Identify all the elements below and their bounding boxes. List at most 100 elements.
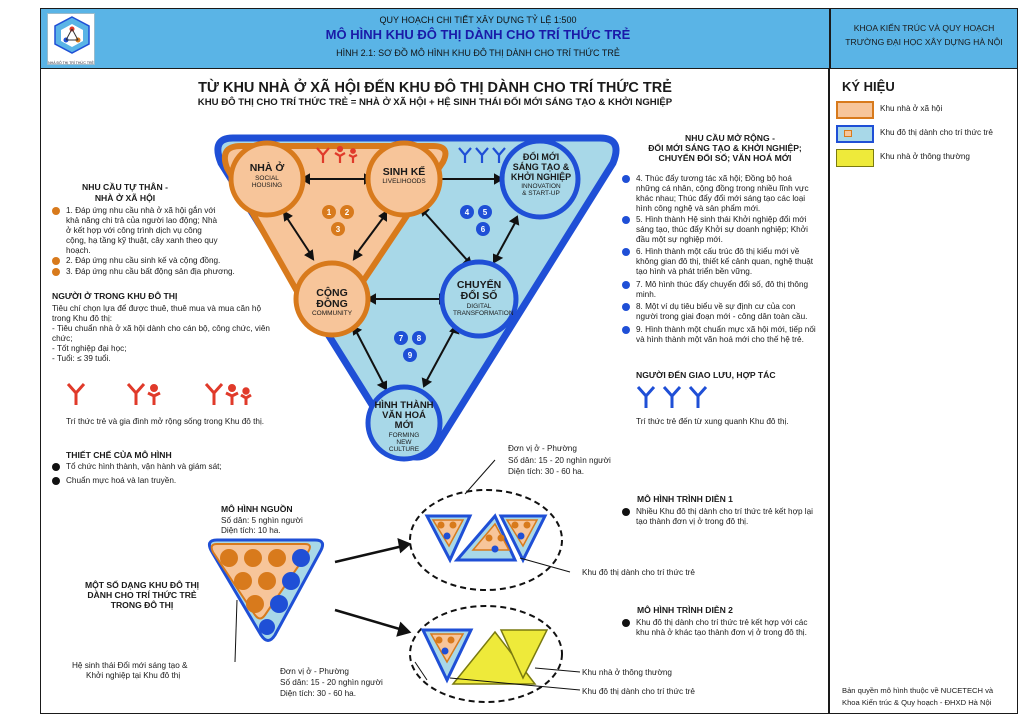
unit1-name: Đơn vị ở - Phường: [508, 444, 577, 453]
legend-swatch-social: [836, 101, 874, 119]
number-label-8: 8: [417, 334, 422, 343]
ecosystem-label-1: Hệ sinh thái Đổi mới sáng tạo &: [72, 661, 188, 670]
number-label-3: 3: [336, 225, 341, 234]
number-dot-6: [476, 222, 490, 236]
node-title-community: CỘNG ĐỒNG: [316, 287, 348, 310]
ext-text-7: 7. Mô hình thúc đẩy chuyển đổi số, đô th…: [636, 280, 809, 299]
institution-bullet-2: [52, 477, 60, 485]
node-title-culture: HÌNH THÀNH VĂN HOÁ MỚI: [374, 400, 434, 431]
node-circle-community: [293, 260, 371, 338]
copyright-2: Khoa Kiến trúc & Quy hoạch - ĐHXD Hà Nội: [842, 698, 992, 707]
criteria-3: - Tuổi: ≤ 39 tuổi.: [52, 354, 111, 363]
demo1-bullet: [622, 508, 630, 516]
node-title-innovation: ĐỔI MỚI SÁNG TẠO & KHỞI NGHIỆP: [510, 152, 572, 182]
visitors-caption: Trí thức trẻ đến từ xung quanh Khu đô th…: [636, 417, 789, 426]
visitors-title: NGƯỜI ĐẾN GIAO LƯU, HỢP TÁC: [636, 370, 776, 380]
unit1-area: Diện tích: 30 - 60 ha.: [508, 467, 585, 476]
header-title: MÔ HÌNH KHU ĐÔ THỊ DÀNH CHO TRÍ THỨC TRẺ: [325, 27, 631, 42]
ext-title-3: CHUYỂN ĐỔI SỐ; VĂN HOÁ MỚI: [658, 153, 792, 163]
demo2-bullet: [622, 619, 630, 627]
ext-bullet-6: [622, 248, 630, 256]
needs-title-1: NHU CẦU TỰ THÂN -: [82, 182, 168, 192]
ext-bullet-7: [622, 281, 630, 289]
ecosystem-label-2: Khởi nghiệp tại Khu đô thị: [86, 671, 181, 680]
ext-text-8: 8. Một ví dụ tiêu biểu về sự định cư của…: [636, 302, 808, 321]
criteria-2: - Tốt nghiệp đại học;: [52, 344, 127, 353]
institution-text-2: Chuẩn mực hoá và lan truyền.: [66, 476, 177, 485]
org-faculty: KHOA KIẾN TRÚC VÀ QUY HOẠCH: [853, 23, 995, 33]
node-innovation: ĐỔI MỚI SÁNG TẠO & KHỞI NGHIỆP INNOVATIO…: [510, 152, 572, 197]
node-housing: NHÀ Ở SOCIAL HOUSING: [237, 162, 297, 190]
label-regular: Khu nhà ở thông thường: [582, 668, 672, 677]
demo1-ellipse: [409, 489, 563, 591]
source-area: Diện tích: 10 ha.: [221, 526, 281, 535]
number-label-7: 7: [399, 334, 404, 343]
number-label-4: 4: [465, 208, 470, 217]
ext-bullet-8: [622, 303, 630, 311]
variants-title-2: DÀNH CHO TRÍ THỨC TRẺ: [87, 590, 197, 600]
need-text-2: 2. Đáp ứng nhu cầu sinh kế và cộng đồng.: [66, 256, 221, 265]
header-bar: NHÀ ĐÔ THỊ TRÍ THỨC TRẺ QUY HOẠCH CHI TI…: [41, 9, 1017, 69]
variants-title-3: TRONG ĐÔ THỊ: [110, 600, 174, 610]
node-sub-community: COMMUNITY: [311, 310, 353, 317]
header-line-3: HÌNH 2.1: SƠ ĐỒ MÔ HÌNH KHU ĐÔ THỊ DÀNH …: [336, 48, 620, 58]
demo2-text: Khu đô thị dành cho trí thức trẻ kết hợp…: [636, 618, 808, 637]
demo2-ellipse: [409, 605, 563, 703]
org-university: TRƯỜNG ĐẠI HỌC XÂY DỰNG HÀ NỘI: [845, 37, 1003, 47]
number-dot-2: [340, 205, 354, 219]
node-sub-livelihoods: LIVELIHOODS: [382, 178, 426, 185]
node-livelihoods: SINH KẾ LIVELIHOODS: [374, 166, 434, 186]
ext-bullet-5: [622, 216, 630, 224]
page-frame: [40, 8, 1018, 714]
unit2-area: Diện tích: 30 - 60 ha.: [280, 689, 357, 698]
node-digital: CHUYỂN ĐỔI SỐ DIGITAL TRANSFORMATION: [449, 279, 514, 318]
residents-title: NGƯỜI Ở TRONG KHU ĐÔ THỊ: [52, 291, 178, 301]
subtitle: KHU ĐÔ THỊ CHO TRÍ THỨC TRẺ = NHÀ Ở XÃ H…: [197, 97, 673, 108]
demo1-title: MÔ HÌNH TRÌNH DIỄN 1: [637, 494, 733, 504]
variant-arrows: [334, 538, 412, 637]
blue-people-icon: [458, 147, 506, 163]
demo1-cluster: [424, 513, 548, 564]
people-caption: Trí thức trẻ và gia đình mở rộng sống tr…: [66, 417, 265, 426]
leader-lines: [234, 459, 581, 691]
legend-label-social: Khu nhà ở xã hội: [880, 104, 943, 113]
need-bullet-1: [52, 207, 60, 215]
number-label-1: 1: [327, 208, 332, 217]
ext-title-2: ĐỔI MỚI SÁNG TẠO & KHỞI NGHIỆP;: [648, 143, 802, 153]
visitors-people-icons: [636, 386, 708, 408]
demo1-text: Nhiều Khu đô thị dành cho trí thức trẻ k…: [636, 507, 813, 526]
legend-label-regular: Khu nhà ở thông thường: [880, 152, 970, 161]
node-sub-housing: SOCIAL HOUSING: [251, 175, 283, 189]
institution-text-1: Tổ chức hình thành, vận hành và giám sát…: [66, 462, 222, 471]
number-dot-9: [403, 348, 417, 362]
node-title-digital: CHUYỂN ĐỔI SỐ: [456, 279, 502, 302]
number-label-9: 9: [408, 351, 413, 360]
main-title: TỪ KHU NHÀ Ở XÃ HỘI ĐẾN KHU ĐÔ THỊ DÀNH …: [198, 80, 672, 96]
number-dot-3: [331, 222, 345, 236]
node-sub-digital: DIGITAL TRANSFORMATION: [453, 303, 514, 317]
residents-intro: Tiêu chí chọn lựa để được thuê, thuê mua…: [52, 304, 262, 323]
label-urban-2: Khu đô thị dành cho trí thức trẻ: [582, 687, 695, 696]
source-dots: [220, 549, 310, 635]
node-community: CỘNG ĐỒNG COMMUNITY: [302, 287, 362, 318]
variants-title-1: MỘT SỐ DẠNG KHU ĐÔ THỊ: [84, 580, 200, 590]
number-label-6: 6: [481, 225, 486, 234]
logo-hexagon-icon: [54, 16, 90, 54]
label-urban-1: Khu đô thị dành cho trí thức trẻ: [582, 568, 695, 577]
unit1-pop: Số dân: 15 - 20 nghìn người: [508, 456, 611, 465]
node-title-livelihoods: SINH KẾ: [382, 166, 426, 178]
need-bullet-3: [52, 268, 60, 276]
institution-title: THIẾT CHẾ CỦA MÔ HÌNH: [66, 450, 172, 460]
node-title-housing: NHÀ Ở: [249, 162, 285, 174]
node-circle-culture: [365, 384, 443, 462]
legend-swatch-urban: [836, 125, 874, 143]
ext-text-6: 6. Hình thành một cấu trúc đô thị kiểu m…: [636, 247, 814, 276]
number-dot-8: [412, 331, 426, 345]
legend-label-urban: Khu đô thị dành cho trí thức trẻ: [880, 128, 993, 137]
node-circle-digital: [439, 259, 519, 339]
ext-bullet-9: [622, 326, 630, 334]
legend-inner-swatch: [844, 130, 852, 137]
legend-divider: [828, 69, 830, 714]
source-title: MÔ HÌNH NGUỒN: [221, 504, 293, 514]
institution-bullet-1: [52, 463, 60, 471]
